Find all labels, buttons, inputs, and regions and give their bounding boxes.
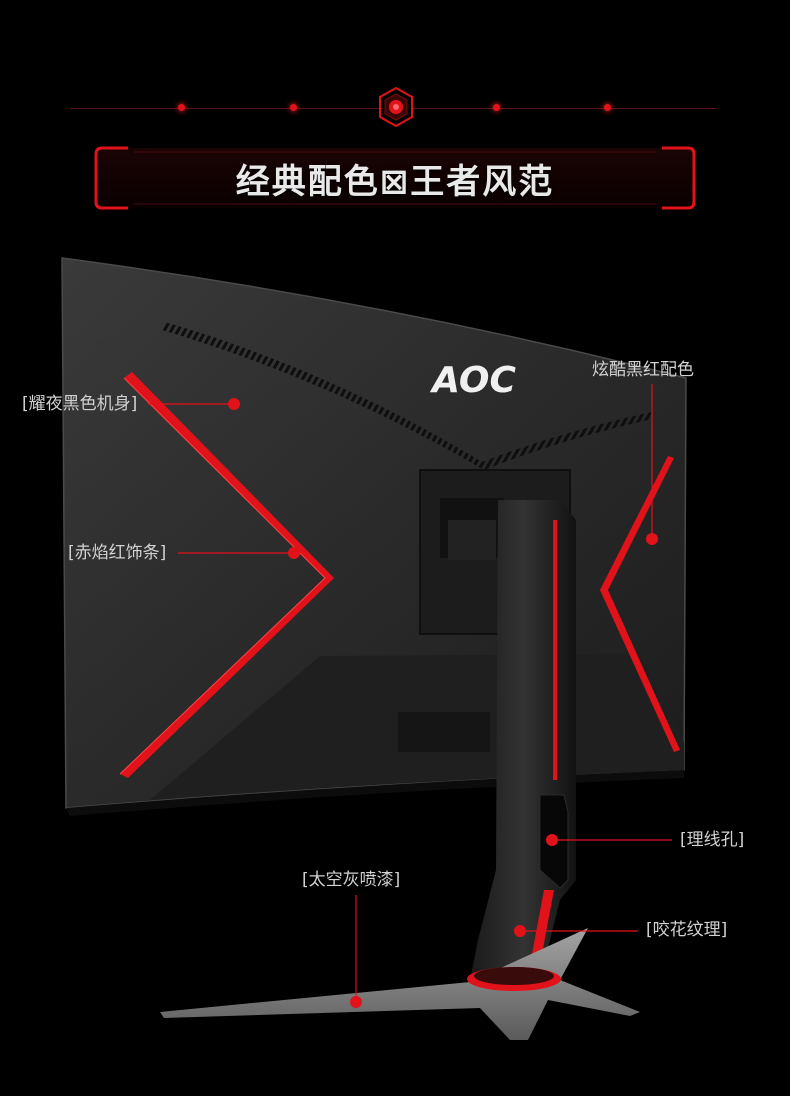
header-dot xyxy=(290,104,297,111)
header-divider-right xyxy=(412,108,717,109)
callout-red-trim: [赤焰红饰条] xyxy=(68,543,167,563)
header-dot xyxy=(178,104,185,111)
header-divider-left xyxy=(70,108,380,109)
stand-base xyxy=(160,928,640,1040)
header-dot xyxy=(604,104,611,111)
callout-body-color: [耀夜黑色机身] xyxy=(22,394,138,414)
callout-cable-hole: [理线孔] xyxy=(680,830,745,850)
brand-logo: AOC xyxy=(429,360,516,401)
page-title: 经典配色⊠王者风范 xyxy=(235,161,555,202)
callout-texture: [咬花纹理] xyxy=(646,920,728,940)
title-frame xyxy=(94,146,696,210)
header-dot xyxy=(493,104,500,111)
callout-paint: [太空灰喷漆] xyxy=(302,870,401,890)
callout-color-scheme: 炫酷黑红配色 xyxy=(592,360,694,380)
red-trim-right xyxy=(600,456,680,752)
vent-grille xyxy=(162,322,652,470)
hexagon-target-icon xyxy=(379,86,413,128)
